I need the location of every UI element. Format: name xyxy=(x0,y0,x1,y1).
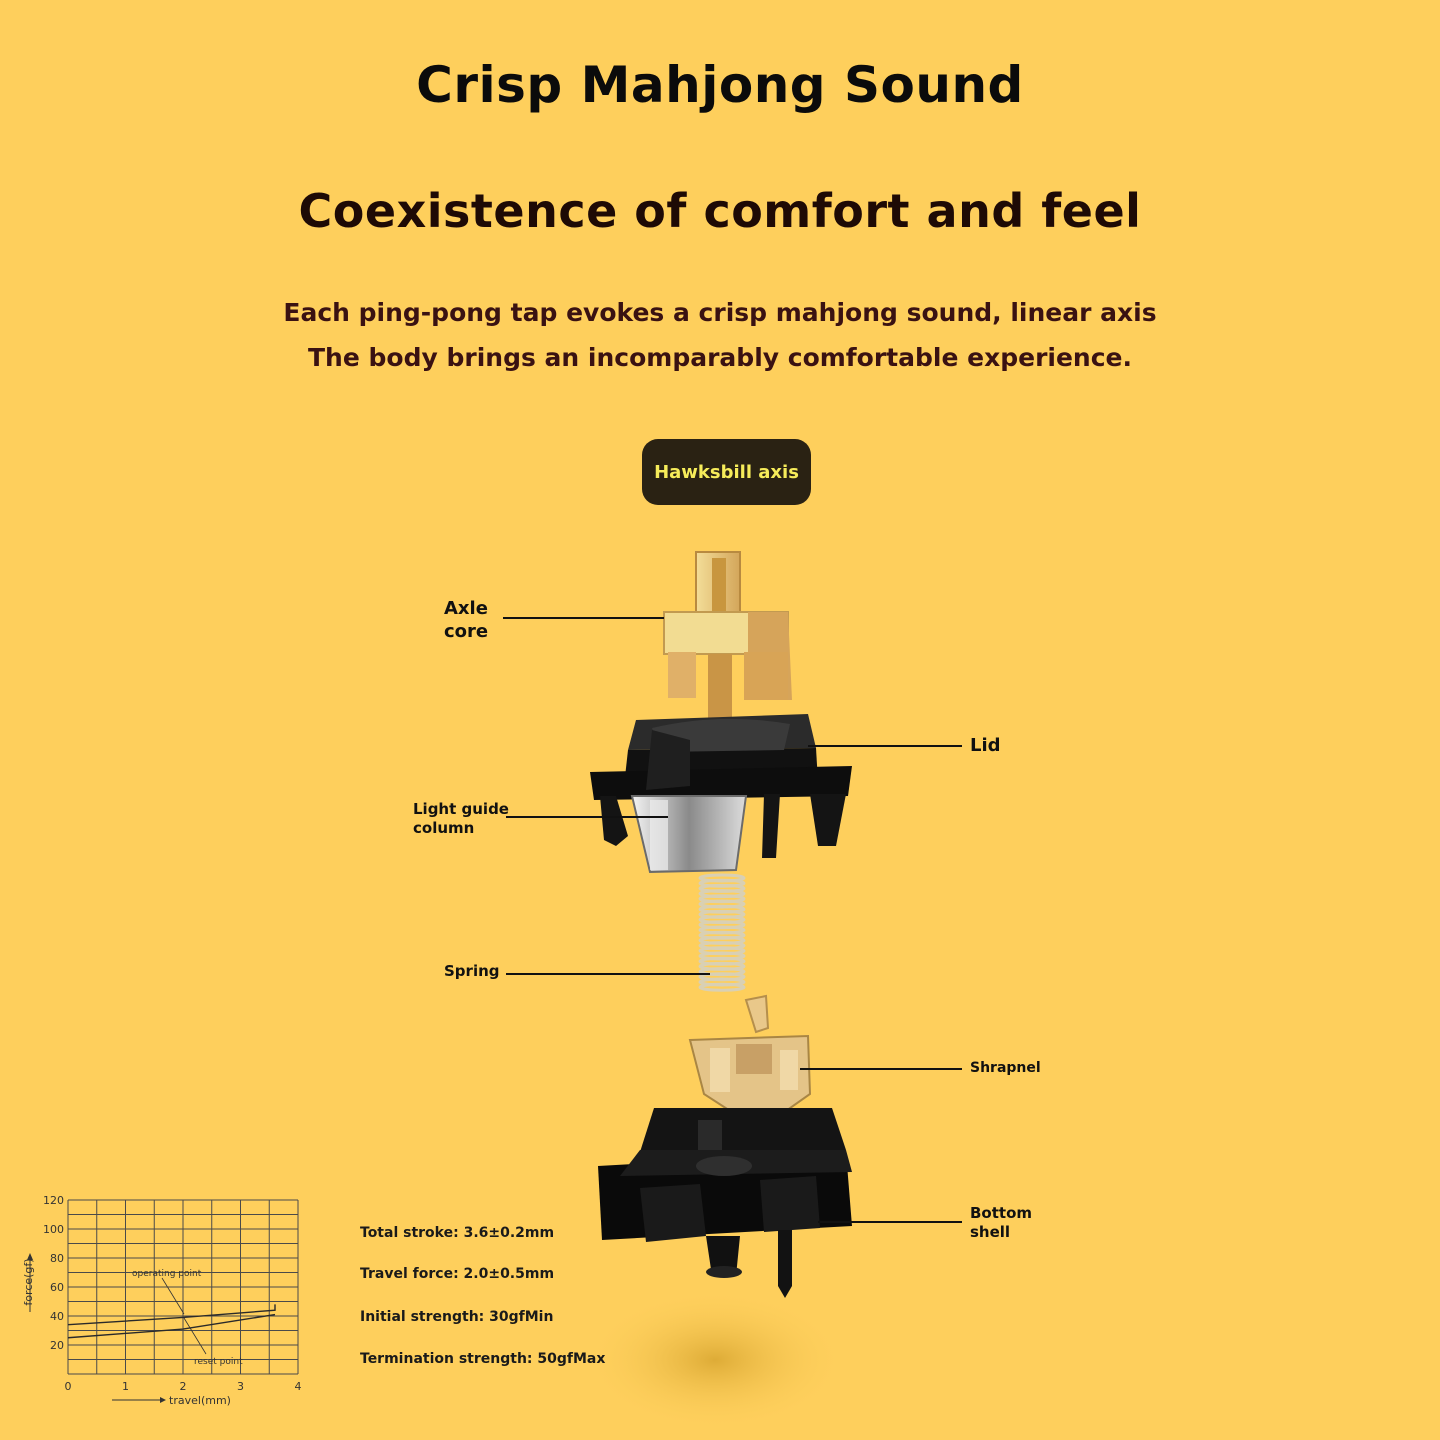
chart-x-tick-label: 0 xyxy=(65,1380,72,1393)
chart-x-tick-label: 1 xyxy=(122,1380,129,1393)
product-badge: Hawksbill axis xyxy=(642,439,811,505)
description-line-1: Each ping-pong tap evokes a crisp mahjon… xyxy=(283,298,1157,327)
description-line-2: The body brings an incomparably comforta… xyxy=(308,343,1132,372)
chart-x-tick-label: 3 xyxy=(237,1380,244,1393)
chart-series-line-2 xyxy=(67,1313,276,1339)
annotation-reset-pointer xyxy=(183,1317,207,1355)
annotation-operating-point: operating point xyxy=(132,1269,202,1279)
bottom-shell-part xyxy=(598,1108,852,1298)
chart-x-axis-label: travel(mm) xyxy=(169,1394,231,1407)
chart-grid xyxy=(67,1199,299,1375)
floor-shadow xyxy=(585,1290,845,1430)
force-travel-chart: 0 1 2 3 4 20 40 60 80 100 120 travel(mm) force(gf)… xyxy=(22,1194,302,1407)
spec-total-stroke: Total stroke: 3.6±0.2mm xyxy=(360,1225,555,1241)
spring-coil xyxy=(698,982,746,992)
chart-y-tick-label: 60 xyxy=(50,1281,64,1294)
label-axle-core: Axle core xyxy=(444,598,489,642)
label-lid: Lid xyxy=(970,735,1001,756)
label-shrapnel: Shrapnel xyxy=(970,1060,1041,1076)
axle-core-part xyxy=(663,551,792,718)
spring-part xyxy=(698,873,746,992)
chart-y-axis-label: force(gf) xyxy=(22,1258,35,1305)
chart-x-tick-label: 2 xyxy=(180,1380,187,1393)
chart-y-tick-label: 40 xyxy=(50,1310,64,1323)
light-guide-column-part xyxy=(630,795,748,874)
label-spring: Spring xyxy=(444,962,500,980)
chart-x-tick-label: 4 xyxy=(295,1380,302,1393)
badge-label: Hawksbill axis xyxy=(654,461,799,483)
chart-y-tick-label: 20 xyxy=(50,1339,64,1352)
spec-initial-strength: Initial strength: 30gfMin xyxy=(360,1309,554,1325)
chart-y-arrowhead xyxy=(27,1253,33,1260)
chart-series-line-1 xyxy=(67,1304,276,1326)
page-title: Crisp Mahjong Sound xyxy=(416,56,1024,114)
page-subtitle: Coexistence of comfort and feel xyxy=(298,184,1142,238)
label-light-guide-column: Light guide column xyxy=(413,800,509,837)
chart-y-tick-label: 100 xyxy=(43,1223,64,1236)
chart-x-arrowhead xyxy=(160,1397,166,1403)
annotation-reset-point: reset point xyxy=(194,1357,243,1367)
chart-y-tick-label: 80 xyxy=(50,1252,64,1265)
spec-termination-strength: Termination strength: 50gfMax xyxy=(360,1351,606,1367)
label-bottom-shell: Bottom shell xyxy=(970,1204,1033,1241)
shrapnel-part xyxy=(688,994,812,1120)
chart-y-tick-label: 120 xyxy=(43,1194,64,1207)
lid-part xyxy=(590,714,852,858)
spec-travel-force: Travel force: 2.0±0.5mm xyxy=(360,1266,555,1282)
annotation-operating-pointer xyxy=(161,1277,185,1315)
